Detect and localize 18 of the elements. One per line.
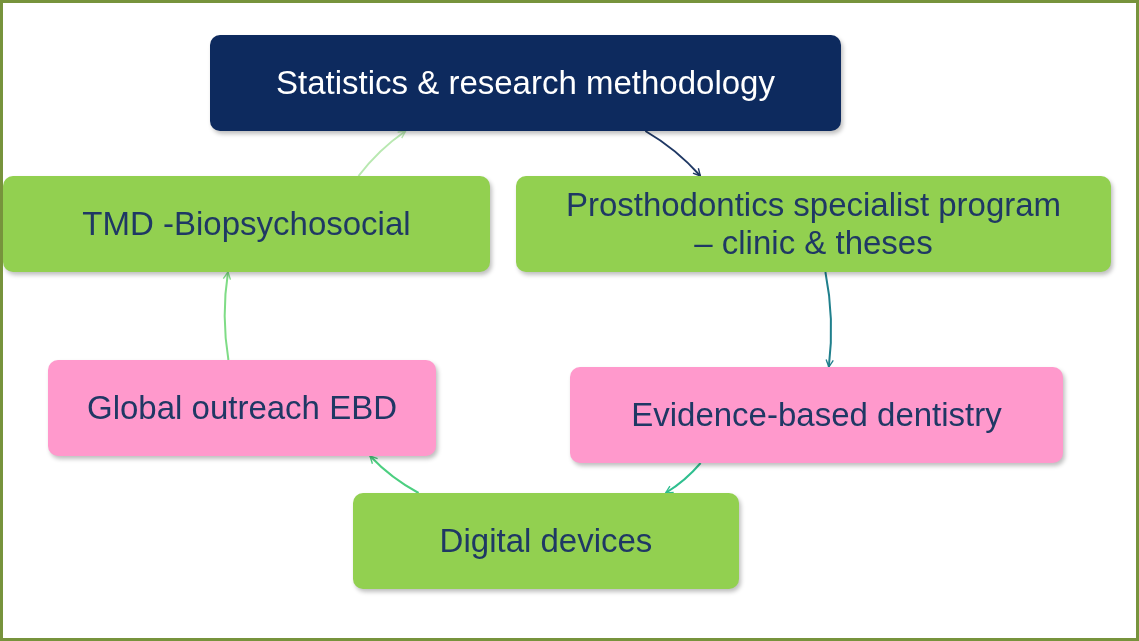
arrow bbox=[644, 130, 702, 177]
process-box bbox=[570, 367, 1063, 463]
box-label: Evidence-based dentistry bbox=[631, 396, 1002, 434]
process-box bbox=[516, 176, 1111, 272]
box-label: Statistics & research methodology bbox=[276, 64, 775, 102]
arrow bbox=[664, 462, 702, 494]
box-label: Prosthodontics specialist program – clinic & theses bbox=[564, 186, 1063, 262]
box-label: Global outreach EBD bbox=[87, 389, 397, 427]
process-box bbox=[3, 176, 490, 272]
process-box bbox=[48, 360, 436, 456]
arrow bbox=[369, 455, 420, 494]
arrow bbox=[357, 130, 407, 177]
box-label: TMD -Biopsychosocial bbox=[82, 205, 411, 243]
arrow bbox=[824, 271, 834, 368]
box-label: Digital devices bbox=[439, 522, 653, 560]
process-box bbox=[210, 35, 841, 131]
arrow bbox=[222, 271, 232, 361]
process-box bbox=[353, 493, 739, 589]
